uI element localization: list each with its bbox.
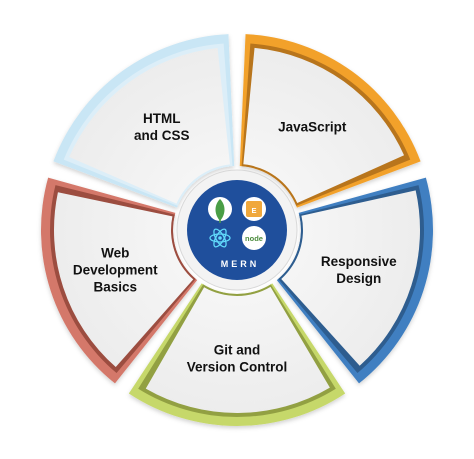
svg-text:node: node (245, 234, 263, 243)
segment-label-line: JavaScript (278, 119, 347, 134)
segment-label: JavaScript (278, 119, 347, 134)
segment-face (281, 190, 420, 366)
segment-label-line: Web (101, 246, 129, 261)
svg-text:E: E (251, 206, 256, 215)
segment-4 (40, 177, 198, 384)
segments-layer (40, 34, 433, 426)
express-icon: E (242, 197, 266, 221)
segment-1 (239, 34, 421, 208)
segment-face (243, 47, 405, 204)
center-hub: E node MERN (176, 169, 298, 291)
segment-3 (128, 283, 346, 426)
segment-label-line: Development (73, 263, 158, 278)
segment-0 (53, 34, 235, 208)
segment-face (54, 192, 194, 368)
segment-label-line: Responsive (321, 254, 397, 269)
mongodb-icon (208, 197, 232, 223)
segment-face (145, 286, 330, 413)
segment-2 (276, 177, 433, 384)
segment-label-line: Version Control (187, 360, 288, 375)
segment-label-line: Git and (214, 343, 261, 358)
segment-face (69, 48, 230, 204)
segment-label: HTML and CSS (134, 111, 190, 143)
segment-label-line: Basics (93, 280, 137, 295)
node-icon: node (242, 226, 266, 250)
segment-label-line: Design (336, 271, 381, 286)
mern-label: MERN (221, 259, 260, 269)
segment-label-line: and CSS (134, 128, 190, 143)
segment-label-line: HTML (143, 111, 181, 126)
react-icon (208, 226, 232, 250)
